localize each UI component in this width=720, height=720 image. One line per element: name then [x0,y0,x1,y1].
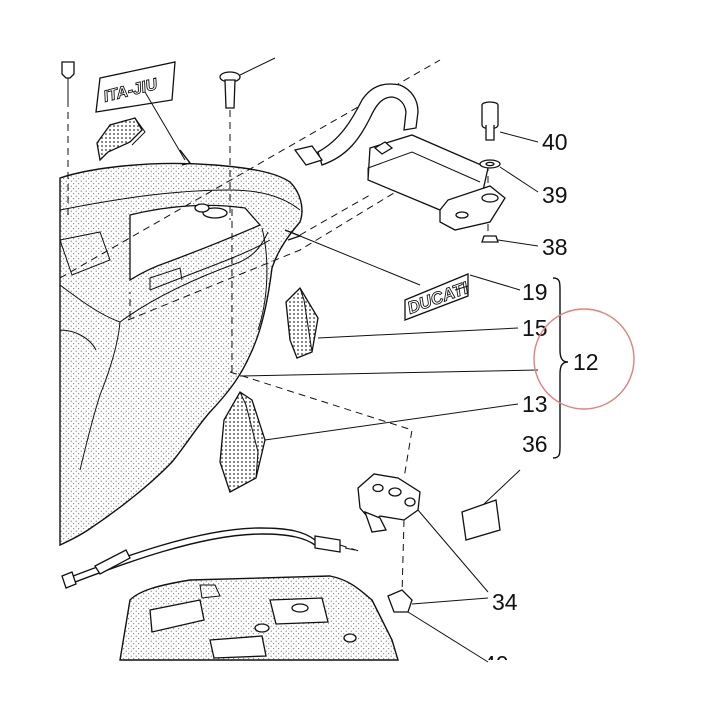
highlight-circle [533,308,635,410]
adhesive-pad [461,469,521,541]
release-cable [61,527,363,589]
upper-mesh-grille [285,286,519,359]
label-15: 15 [522,315,548,341]
tail-fairing [59,162,303,547]
label-39: 39 [542,182,568,208]
label-13: 13 [522,391,548,417]
group-brace [552,277,569,459]
label-38: 38 [542,234,568,260]
small-mesh-insert-top [96,117,146,162]
label-cutoff: 40 [483,651,509,677]
lower-subframe [119,575,399,661]
ducati-logo-decal: DUCATI [284,229,521,321]
leader-12 [239,369,539,377]
nut [481,235,539,247]
control-unit-bracket [367,134,506,231]
center-screw [219,57,276,220]
label-40: 40 [542,129,568,155]
rubber-standoff [481,101,539,143]
label-36: 36 [522,431,548,457]
label-12: 12 [573,349,599,375]
lower-mesh-grille [219,391,519,493]
clipped-label-area: 40 [483,651,509,677]
left-screw [61,61,75,220]
label-19: 19 [522,279,548,305]
seat-latch [357,473,489,593]
latch-clip [387,589,489,663]
ducati-logo-text: DUCATI [405,278,472,318]
italy-decal: ITA-JIU [95,61,192,166]
washer [479,159,539,193]
vent-hose [293,83,419,166]
label-34: 34 [492,589,518,615]
